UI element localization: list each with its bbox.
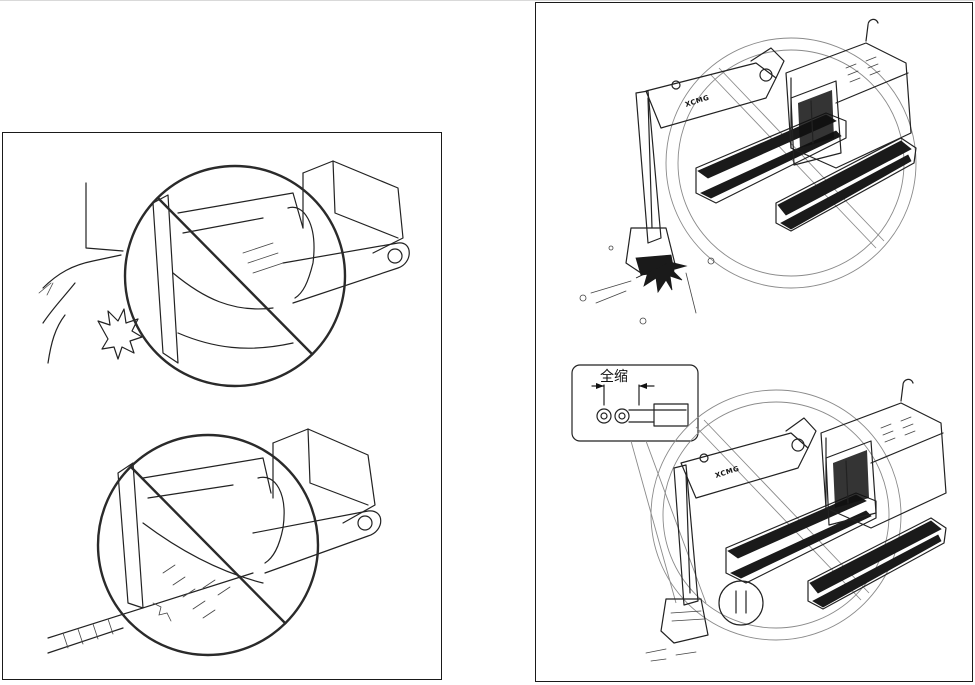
left-illustration-panel xyxy=(2,132,442,680)
right-illustrations-svg: XCMG 全缩 xyxy=(571,18,947,662)
prohibited-excavator-retracted-illustration: 全缩 xyxy=(571,364,947,662)
top-divider xyxy=(0,0,975,1)
callout-label-full-retract: 全缩 xyxy=(600,368,628,385)
right-illustration-panel: XCMG 全缩 xyxy=(535,2,973,682)
prohibited-bucket-impact-illustration xyxy=(38,160,410,388)
boom-brand-text-bottom: XCMG xyxy=(714,465,740,480)
boom-brand-text-top: XCMG xyxy=(684,94,710,109)
prohibited-excavator-impact-illustration: XCMG xyxy=(579,18,917,325)
prohibited-bucket-scraping-illustration xyxy=(47,428,382,657)
left-illustrations-svg xyxy=(38,160,410,657)
cylinder-callout-box xyxy=(571,364,699,442)
